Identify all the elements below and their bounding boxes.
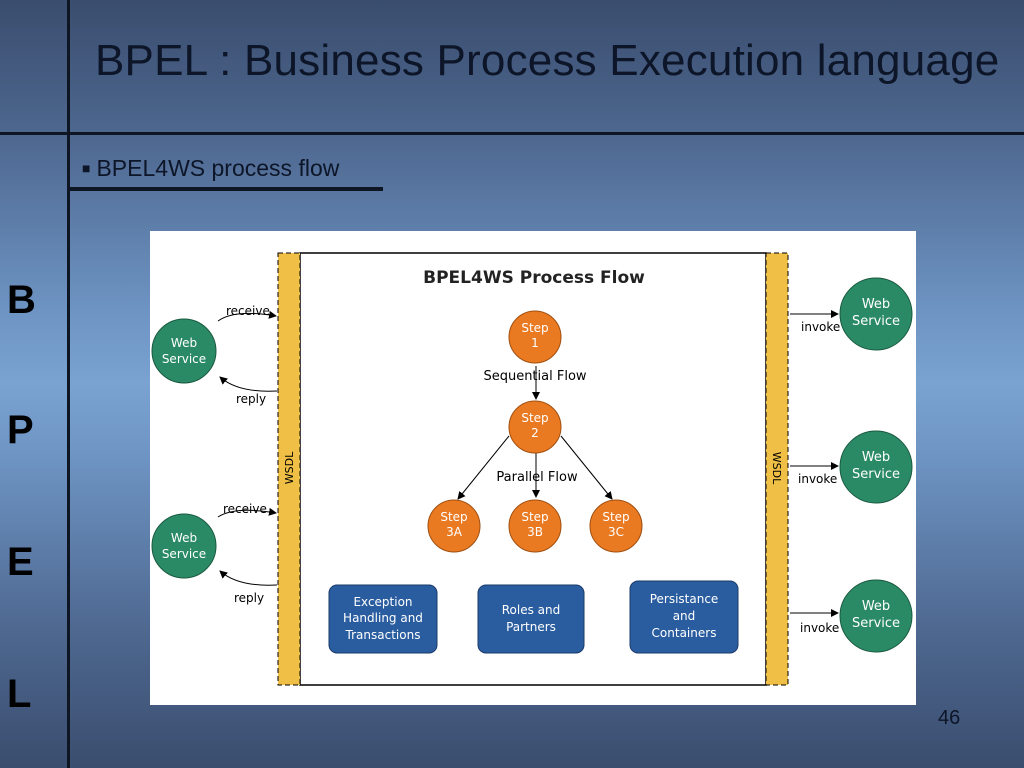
step-1-node <box>508 310 562 364</box>
receive-arrow-2 <box>217 507 277 518</box>
title-divider <box>0 132 1024 135</box>
step-3a-line2: 3A <box>446 525 463 539</box>
web-service-left-2 <box>151 513 217 579</box>
exception-handling-box <box>328 584 438 654</box>
web-service-right-3 <box>839 579 913 653</box>
side-letter-b: B <box>7 278 36 322</box>
reply-arrow-2 <box>219 570 278 586</box>
persistance-box-line3: Containers <box>652 626 717 640</box>
side-letter-e: E <box>7 540 34 584</box>
step-3b-node <box>508 499 562 553</box>
roles-partners-box <box>477 584 585 654</box>
roles-box-line1: Roles and <box>502 603 561 617</box>
step-3c-line2: 3C <box>608 525 624 539</box>
parallel-arrow-3a <box>457 435 510 500</box>
web-service-left-1 <box>151 318 217 384</box>
sequential-flow-label: Sequential Flow <box>483 369 586 384</box>
step-2-line2: 2 <box>531 426 539 440</box>
web-service-right-2 <box>839 430 913 504</box>
step-3a-line1: Step <box>440 510 467 524</box>
reply-arrow-1 <box>219 376 278 392</box>
receive-label-1: receive <box>226 304 270 318</box>
exception-box-line2: Handling and <box>343 611 423 625</box>
reply-label-1: reply <box>236 392 266 406</box>
exception-box-line1: Exception <box>353 595 412 609</box>
web-service-right-1-line2: Service <box>852 314 900 329</box>
exception-box-line3: Transactions <box>345 628 421 642</box>
step-3c-line1: Step <box>602 510 629 524</box>
diagram-title: BPEL4WS Process Flow <box>423 268 645 288</box>
step-2-node <box>508 400 562 454</box>
invoke-label-1: invoke <box>801 320 840 334</box>
web-service-right-1-line1: Web <box>862 297 890 312</box>
step-3b-line2: 3B <box>527 525 543 539</box>
web-service-right-1 <box>839 277 913 351</box>
wsdl-right-label: WSDL <box>770 452 783 485</box>
step-1-line2: 1 <box>531 336 539 350</box>
bpel-process-flow-figure: WSDL WSDL BPEL4WS Process Flow receive r… <box>150 231 916 705</box>
invoke-label-2: invoke <box>798 472 837 486</box>
process-flow-diagram: WSDL WSDL BPEL4WS Process Flow receive r… <box>151 252 913 686</box>
bullet-item: ■ BPEL4WS process flow <box>82 155 339 182</box>
step-1-line1: Step <box>521 321 548 335</box>
persistance-box-line2: and <box>673 609 696 623</box>
web-service-right-2-line2: Service <box>852 467 900 482</box>
web-service-right-3-line2: Service <box>852 616 900 631</box>
slide-title: BPEL : Business Process Execution langua… <box>95 36 1000 85</box>
step-3c-node <box>589 499 643 553</box>
persistance-box-line1: Persistance <box>650 592 719 606</box>
web-service-right-3-line1: Web <box>862 599 890 614</box>
bullet-square-icon: ■ <box>82 160 91 176</box>
roles-box-line2: Partners <box>506 620 556 634</box>
step-2-line1: Step <box>521 411 548 425</box>
step-3a-node <box>427 499 481 553</box>
persistance-containers-box <box>629 580 739 654</box>
side-letter-p: P <box>7 408 34 452</box>
wsdl-left-label: WSDL <box>283 451 296 484</box>
receive-arrow-1 <box>217 310 277 322</box>
side-letter-l: L <box>7 672 32 716</box>
wsdl-left-bar <box>277 252 301 686</box>
step-3b-line1: Step <box>521 510 548 524</box>
bullet-underline <box>70 187 383 191</box>
web-service-left-1-line1: Web <box>171 336 197 350</box>
bullet-text: BPEL4WS process flow <box>96 155 340 181</box>
page-number: 46 <box>938 707 961 729</box>
vertical-divider <box>67 0 70 768</box>
web-service-left-1-line2: Service <box>162 352 206 366</box>
web-service-left-2-line2: Service <box>162 547 206 561</box>
receive-label-2: receive <box>223 502 267 516</box>
wsdl-right-bar <box>765 252 789 686</box>
web-service-left-2-line1: Web <box>171 531 197 545</box>
parallel-arrow-3c <box>560 435 613 500</box>
invoke-label-3: invoke <box>800 621 839 635</box>
parallel-flow-label: Parallel Flow <box>496 470 578 485</box>
web-service-right-2-line1: Web <box>862 450 890 465</box>
reply-label-2: reply <box>234 591 264 605</box>
